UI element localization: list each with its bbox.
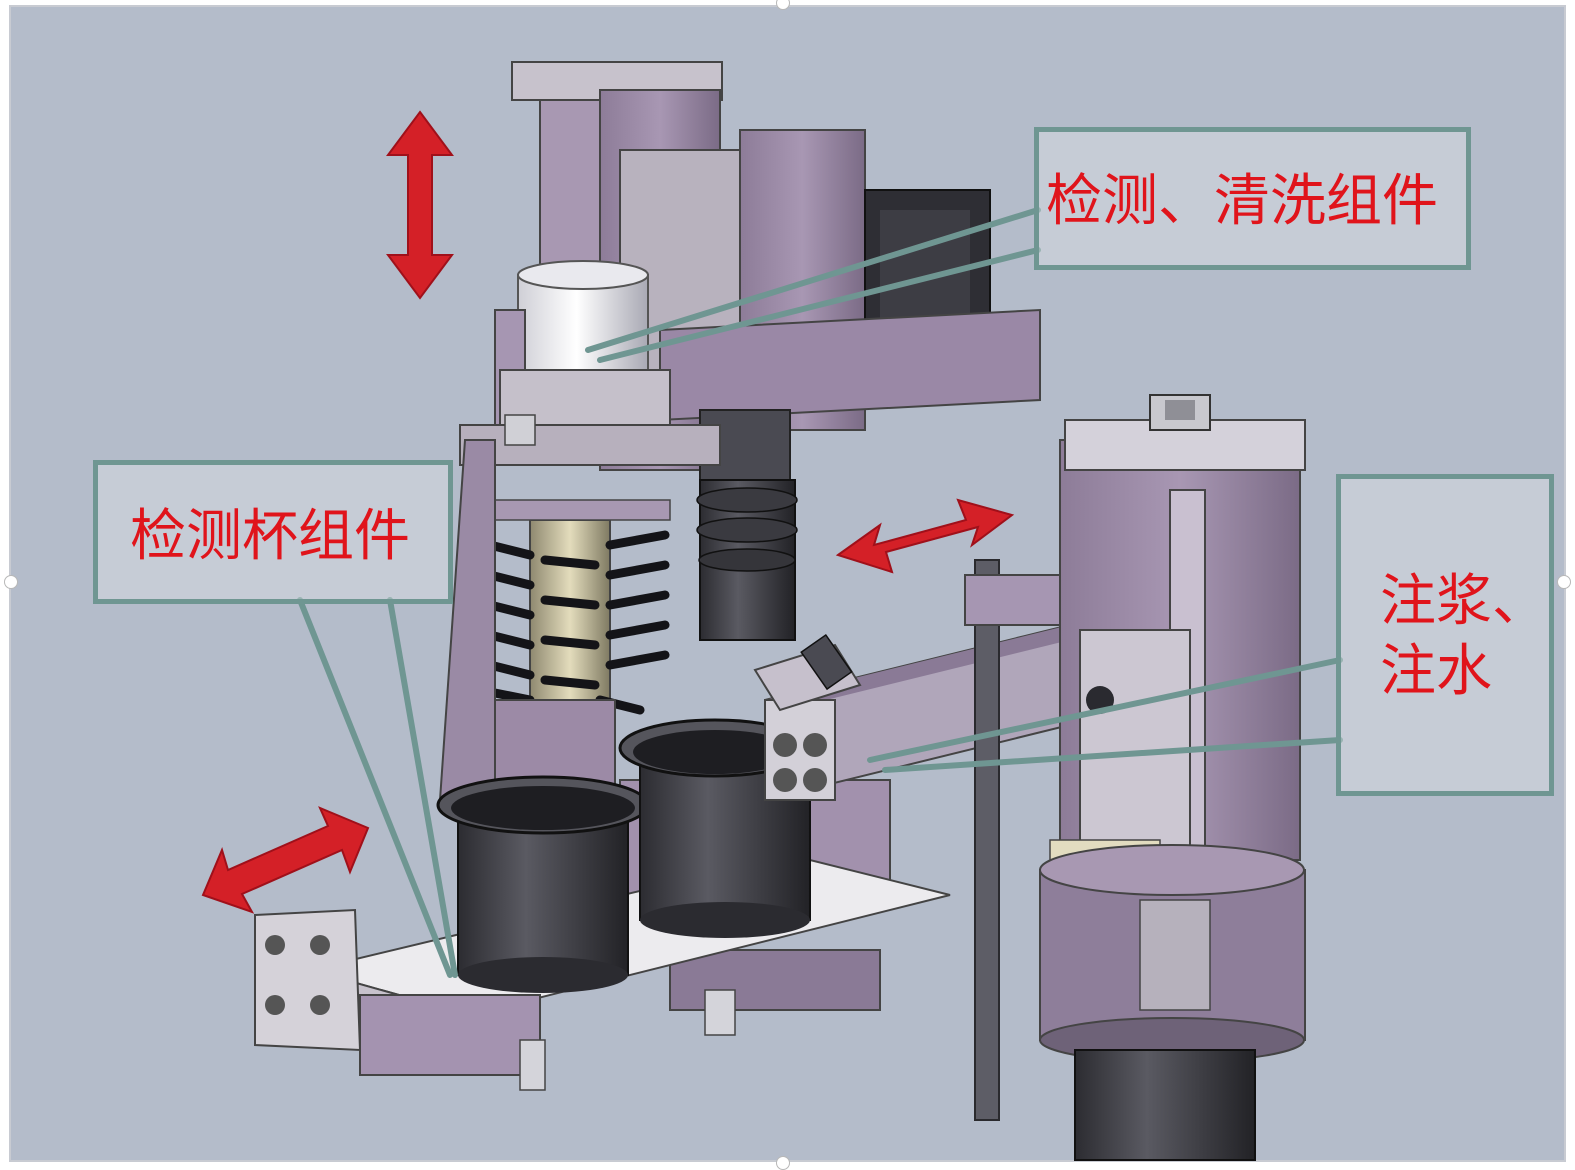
brush-roller	[465, 499, 671, 721]
resize-handle-top[interactable]	[776, 0, 790, 10]
grouting-column	[1039, 394, 1306, 1161]
label-inspection-cleaning: 检测、清洗组件	[1046, 169, 1438, 234]
vertical-rod	[964, 559, 1076, 1121]
callout-grouting	[1336, 474, 1554, 796]
label-grouting-line2: 注水	[1380, 639, 1492, 704]
label-grouting-line1: 注浆、	[1380, 569, 1548, 634]
callout-inspection-cup	[93, 460, 453, 604]
leader-inspection-cup-a	[297, 597, 453, 978]
callout-leaders	[297, 207, 1343, 978]
resize-handle-bottom[interactable]	[776, 1156, 790, 1170]
inspection-lens	[696, 479, 798, 641]
label-inspection-cup: 检测杯组件	[130, 504, 410, 569]
leader-grouting-b	[882, 737, 1343, 773]
horizontal-double-arrow-icon	[835, 498, 1015, 574]
inspection-cups	[436, 718, 812, 993]
vertical-double-arrow-icon	[386, 110, 454, 300]
resize-handle-right[interactable]	[1557, 575, 1571, 589]
diagonal-double-arrow-icon	[201, 806, 370, 914]
leader-inspection-cup-b	[387, 597, 458, 978]
leader-inspection-cleaning-a	[585, 207, 1041, 353]
slide-rail	[753, 618, 1091, 802]
resize-handle-left[interactable]	[4, 575, 18, 589]
leader-inspection-cleaning-b	[597, 247, 1041, 363]
callout-inspection-cleaning	[1034, 127, 1471, 270]
leader-grouting-a	[867, 657, 1343, 763]
cleaning-motor	[459, 260, 721, 466]
